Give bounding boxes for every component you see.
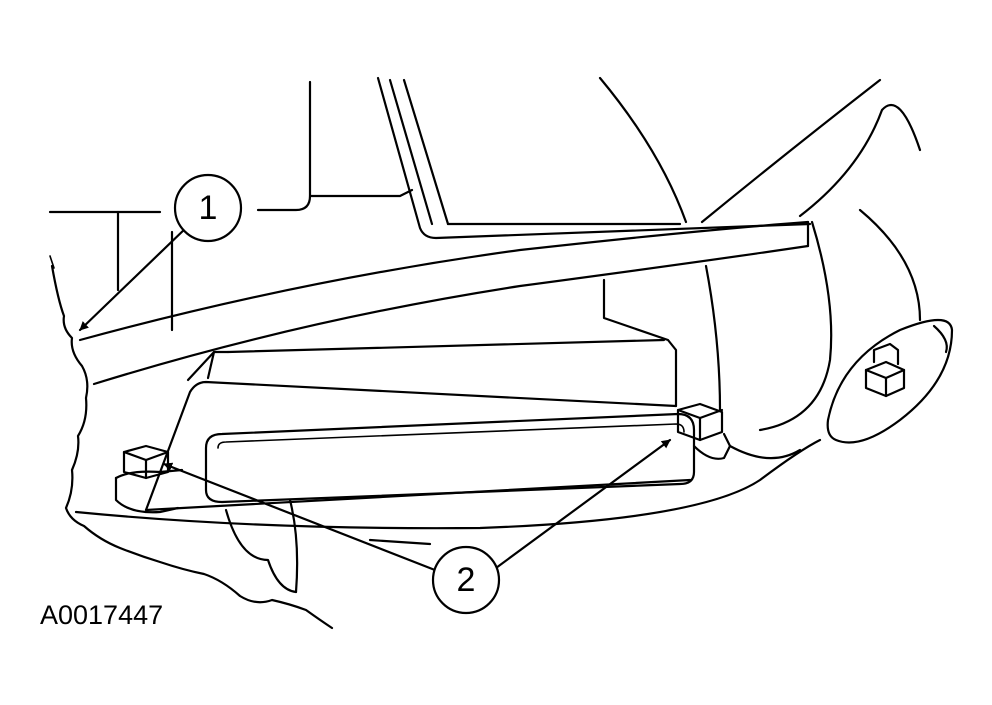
callout-2-number: 2 <box>457 561 476 599</box>
upper-body-structure <box>48 80 414 332</box>
right-fitting <box>826 319 954 444</box>
lower-base <box>74 438 822 594</box>
mounting-plate <box>144 380 696 512</box>
callout-2-leader-arrow-left <box>162 462 442 574</box>
callout-1-leader-arrow <box>78 224 190 332</box>
callout-2-leader-arrow-right <box>494 438 672 570</box>
housing-block <box>186 278 678 408</box>
callout-2: 2 <box>162 438 672 615</box>
callout-1-number: 1 <box>199 189 218 227</box>
vertical-bracket <box>376 76 812 240</box>
right-body-contours <box>598 76 922 432</box>
callout-1-circle <box>173 173 243 243</box>
diagonal-tube <box>78 220 810 386</box>
break-line <box>49 255 334 630</box>
bolt-right <box>676 402 732 460</box>
callout-1: 1 <box>78 173 243 332</box>
bolt-left <box>114 444 184 514</box>
callout-2-circle <box>431 545 501 615</box>
figure-reference-code: A0017447 <box>40 600 163 630</box>
